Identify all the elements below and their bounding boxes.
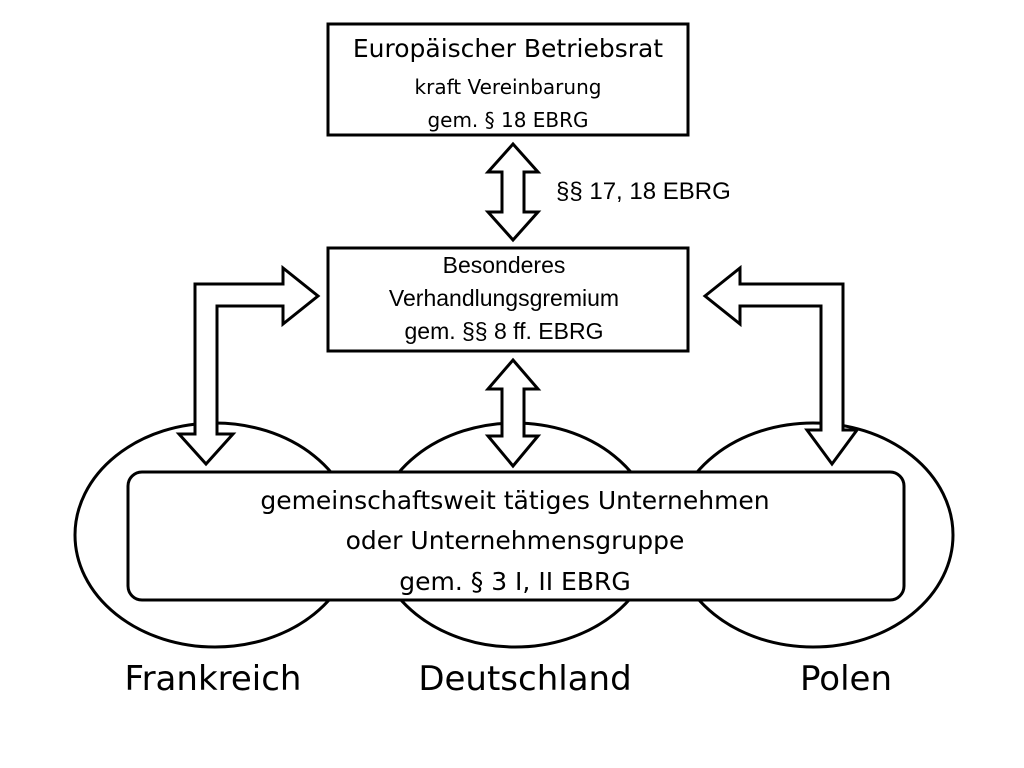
top-box-subtitle: kraft Vereinbarung [415, 75, 602, 99]
bent-double-arrow-left-icon [175, 264, 321, 467]
country-label-polen: Polen [800, 659, 892, 699]
double-arrow-icon [484, 357, 542, 469]
country-label-deutschland: Deutschland [418, 659, 631, 699]
arrow-label-paragraphs: §§ 17, 18 EBRG [556, 178, 731, 205]
bent-double-arrow-right-icon [702, 264, 860, 467]
middle-box-line2: Verhandlungsgremium [389, 285, 619, 311]
top-box-reference: gem. § 18 EBRG [427, 108, 588, 132]
country-label-frankreich: Frankreich [125, 659, 302, 699]
enterprise-box-line2: oder Unternehmensgruppe [346, 526, 685, 555]
enterprise-box-line3: gem. § 3 I, II EBRG [399, 567, 630, 596]
middle-box-line1: Besonderes [443, 252, 566, 278]
top-box-title: Europäischer Betriebsrat [353, 34, 663, 63]
middle-box-line3: gem. §§ 8 ff. EBRG [404, 318, 603, 344]
negotiating-body-box [326, 246, 690, 353]
double-arrow-icon [484, 141, 542, 243]
enterprise-box [126, 470, 906, 602]
enterprise-box-line1: gemeinschaftsweit tätiges Unternehmen [260, 486, 769, 515]
european-works-council-box [326, 22, 690, 137]
